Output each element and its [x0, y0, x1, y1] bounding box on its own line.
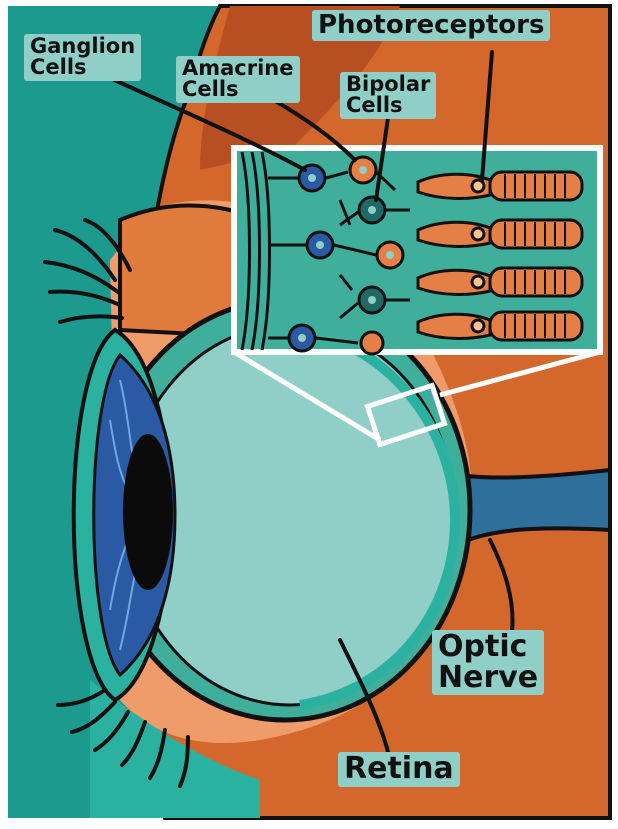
magnified-region-marker [364, 382, 448, 448]
ganglion-label-line1: Ganglion [30, 34, 136, 58]
retina-layer [299, 325, 461, 710]
zoom-projection [232, 349, 601, 443]
retina-label: Retina [338, 752, 460, 787]
optic-label-line2: Nerve [438, 659, 539, 695]
amacrine-cells-label: Amacrine Cells [176, 56, 300, 103]
photoreceptors-label: Photoreceptors [312, 10, 551, 41]
bipolar-label-line2: Cells [346, 93, 403, 118]
photoreceptor-stripes [504, 174, 566, 338]
bipolar-cells-label: Bipolar Cells [340, 72, 437, 119]
optic-nerve-label: Optic Nerve [432, 629, 545, 696]
amacrine-label-line2: Cells [182, 77, 239, 102]
upper-eyelashes [43, 218, 132, 324]
bipolar-cells [357, 195, 387, 315]
amacrine-label-line1: Amacrine [182, 56, 294, 80]
amacrine-cells [348, 155, 405, 356]
label-leaders [108, 50, 515, 754]
nerve-fibre-layer [240, 151, 271, 351]
lower-eyelashes [56, 688, 190, 788]
photoreceptors-label-text: Photoreceptors [318, 10, 545, 40]
retina-label-text: Retina [344, 751, 454, 786]
optic-label-line1: Optic [438, 629, 528, 664]
brow-shadow [200, 6, 400, 170]
ganglion-label-line2: Cells [30, 55, 87, 80]
ganglion-cells-label: Ganglion Cells [24, 34, 142, 81]
pupil [123, 434, 173, 590]
lower-lid-skin [90, 680, 260, 818]
bipolar-label-line1: Bipolar [346, 72, 431, 96]
